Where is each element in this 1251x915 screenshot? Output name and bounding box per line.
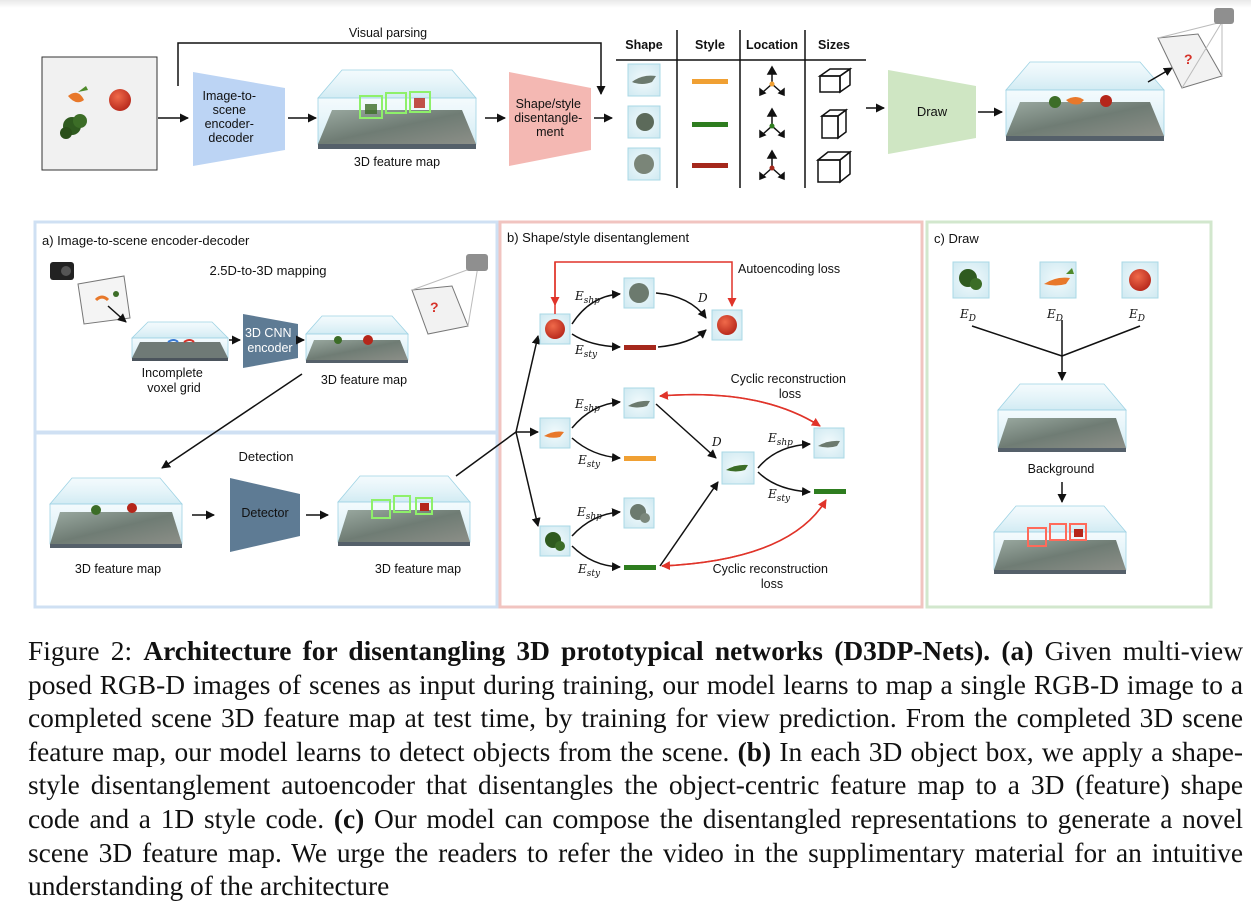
detector-label: Detector (241, 506, 288, 520)
ed-label-2: ED (1046, 307, 1063, 324)
caption-lead: Figure 2: (28, 636, 144, 666)
autoencoding-loss-label: Autoencoding loss (738, 262, 840, 276)
svg-text:?: ? (1184, 51, 1193, 67)
architecture-diagram: Visual parsing Image-to- scene encoder- … (33, 8, 1234, 609)
cycle-style-code (814, 489, 846, 494)
caption-b-text: In each 3D object box, we apply a shape-… (28, 736, 1243, 834)
panel-c: c) Draw ED ED ED Background (925, 220, 1213, 609)
caption-c-tag: (c) (333, 803, 365, 834)
figure-caption: Figure 2: Architecture for disentangling… (28, 635, 1243, 904)
tomato-cube (539, 313, 571, 345)
detection-output-volume (337, 475, 471, 546)
top-border (0, 0, 1251, 8)
panel-a-title: a) Image-to-scene encoder-decoder (42, 233, 250, 248)
draw-label: Draw (917, 104, 948, 119)
mapping-label: 2.5D-to-3D mapping (209, 263, 326, 278)
e-sty-label-3: Esty (767, 487, 791, 504)
broccoli-style-code (624, 565, 656, 570)
panel-c-frame (925, 220, 1213, 609)
code-table: Shape Style Location Sizes (616, 30, 866, 188)
e-shp-label-1: Eshp (574, 289, 600, 306)
tomato-shape-cube (623, 277, 655, 309)
e-sty-label-1: Esty (574, 343, 598, 360)
caption-a-tag: (a) (1001, 636, 1034, 666)
panel-c-title: c) Draw (934, 231, 979, 246)
composed-scene-volume (993, 505, 1127, 574)
query-plane-icon-a: ? (411, 254, 488, 335)
svg-text:?: ? (430, 299, 439, 315)
ed-label-3: ED (1128, 307, 1145, 324)
tomato-input-cube (1121, 261, 1159, 299)
feature-map-label-top: 3D feature map (354, 155, 440, 169)
tomato-reconstruction-cube (711, 309, 743, 341)
size-box-icon (815, 67, 853, 184)
encoder-decoder-label: Image-to- scene encoder- decoder (203, 89, 260, 145)
feature-map-label-a: 3D feature map (321, 373, 407, 387)
disentangle-label: Shape/style disentangle- ment (514, 97, 586, 139)
e-shp-label-2: Eshp (574, 397, 600, 414)
caption-title: Architecture for disentangling 3D protot… (143, 636, 991, 666)
draw-block (888, 70, 976, 154)
tomato-style-code (624, 345, 656, 350)
broccoli-shape-cube (623, 497, 655, 529)
panel-b: b) Shape/style disentanglement Autoencod… (455, 220, 924, 609)
cycle-shape-cube (813, 427, 845, 459)
e-sty-label-4: Esty (577, 562, 601, 579)
visual-parsing-label: Visual parsing (349, 26, 427, 40)
location-axes-icon (759, 65, 785, 181)
e-sty-label-2: Esty (577, 453, 601, 470)
encoder-decoder-block (193, 72, 285, 166)
detection-label: Detection (239, 449, 294, 464)
cnn-encoder-label: 3D CNN encoder (245, 326, 295, 355)
table-header-style: Style (695, 38, 725, 52)
broccoli-input-cube (952, 261, 990, 299)
caption-c-text: Our model can compose the disentangled r… (28, 803, 1243, 902)
cyclic-loss-label-2: Cyclic reconstruction loss (713, 562, 832, 591)
carrot-cube (539, 417, 571, 449)
incomplete-voxel-label: Incomplete voxel grid (142, 366, 207, 395)
e-shp-label-3: Eshp (767, 431, 793, 448)
carrot-input-cube (1039, 261, 1077, 299)
feature-map-label-left: 3D feature map (75, 562, 161, 576)
incomplete-voxel-grid (131, 321, 229, 361)
detection-input-volume (49, 477, 183, 548)
feature-map-volume-a (305, 315, 409, 363)
query-camera-icon: ? (1157, 8, 1234, 89)
composed-cube (721, 451, 755, 485)
table-header-shape: Shape (625, 38, 663, 52)
decoder-label-2: D (711, 435, 722, 449)
broccoli-cube (539, 525, 571, 557)
e-shp-label-4: Eshp (576, 505, 602, 522)
style-bar-red (692, 163, 728, 168)
panel-a: a) Image-to-scene encoder-decoder 2.5D-t… (33, 220, 499, 609)
top-pipeline: Visual parsing Image-to- scene encoder- … (41, 8, 1234, 188)
carrot-style-code (624, 456, 656, 461)
decoder-label-1: D (697, 291, 708, 305)
style-bar-green (692, 122, 728, 127)
ed-label-1: ED (959, 307, 976, 324)
carrot-shape-cube (623, 387, 655, 419)
table-header-sizes: Sizes (818, 38, 850, 52)
feature-map-volume-top (317, 69, 477, 149)
table-header-location: Location (746, 38, 798, 52)
rgbd-camera-icon (50, 262, 131, 325)
panel-b-frame (498, 220, 924, 609)
feature-map-label-right: 3D feature map (375, 562, 461, 576)
caption-b-tag: (b) (737, 736, 772, 767)
panel-a-lower-frame (33, 431, 499, 609)
disentangle-block (509, 72, 591, 166)
panel-b-title: b) Shape/style disentanglement (507, 230, 690, 245)
cnn-encoder-block (243, 314, 298, 368)
input-image (41, 56, 158, 171)
style-bar-orange (692, 79, 728, 84)
background-volume (997, 383, 1127, 452)
detector-block (230, 478, 300, 552)
output-feature-map-volume (1005, 61, 1165, 141)
caption-a-text: Given multi-view posed RGB-D images of s… (28, 636, 1243, 767)
cyclic-loss-label-1: Cyclic reconstruction loss (731, 372, 850, 401)
background-label: Background (1028, 462, 1095, 476)
